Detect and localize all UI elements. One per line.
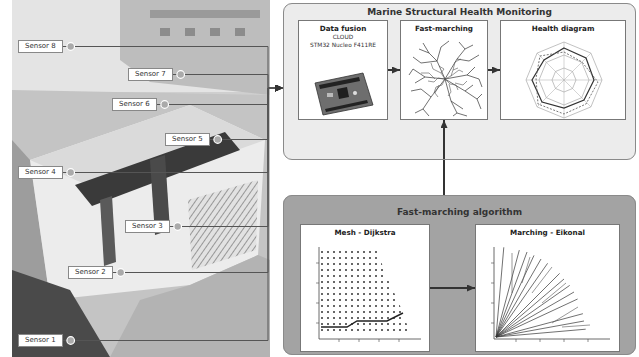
sensor-label: Sensor 2 bbox=[75, 268, 106, 277]
module-panel: Fast-marching algorithm Mesh - Dijkstra … bbox=[283, 195, 636, 355]
sensor-dot bbox=[67, 169, 75, 177]
sensor-dot bbox=[214, 136, 222, 144]
module-panel: Marine Structural Health Monitoring Data… bbox=[283, 3, 636, 160]
box-heading: Fast-marching bbox=[401, 24, 487, 34]
panel-title: Fast-marching algorithm bbox=[284, 207, 635, 218]
panel-fill bbox=[283, 195, 636, 355]
sensor-dot bbox=[177, 71, 185, 79]
sensor-label: Sensor 5 bbox=[172, 135, 203, 144]
sensor-callout: Sensor 1 bbox=[18, 334, 63, 347]
box-subtext: CLOUD bbox=[299, 34, 387, 42]
connector bbox=[430, 287, 475, 289]
process-box: Fast-marching bbox=[400, 20, 488, 120]
connector bbox=[63, 88, 283, 341]
sensor-callout: Sensor 8 bbox=[18, 40, 63, 53]
process-box: Data fusionCLOUDSTM32 Nucleo F411RE bbox=[298, 20, 388, 120]
mesh-plot bbox=[307, 243, 425, 349]
connector bbox=[488, 69, 500, 71]
sensor-callout: Sensor 5 bbox=[165, 133, 210, 146]
eikonal-plot bbox=[482, 243, 614, 349]
sensor-label: Sensor 8 bbox=[25, 42, 56, 51]
sensor-callout: Sensor 6 bbox=[112, 98, 157, 111]
radar-chart bbox=[514, 36, 614, 120]
sensor-callout: Sensor 3 bbox=[125, 220, 170, 233]
board-photo bbox=[309, 69, 379, 119]
sensor-callout: Sensor 2 bbox=[68, 266, 113, 279]
process-box: Marching - Eikonal bbox=[475, 224, 620, 352]
sensor-label: Sensor 6 bbox=[119, 100, 150, 109]
box-heading: Data fusion bbox=[299, 24, 387, 34]
box-heading: Marching - Eikonal bbox=[476, 228, 619, 238]
fast-marching-plot bbox=[407, 39, 483, 117]
sensor-dot bbox=[67, 337, 75, 345]
structure-photo bbox=[12, 0, 270, 357]
sensor-dot bbox=[117, 269, 125, 277]
connector bbox=[388, 69, 400, 71]
sensor-dot bbox=[161, 101, 169, 109]
sensor-label: Sensor 1 bbox=[25, 336, 56, 345]
sensor-label: Sensor 4 bbox=[25, 168, 56, 177]
connector bbox=[157, 88, 283, 105]
sensor-dot bbox=[67, 43, 75, 51]
connector bbox=[170, 88, 283, 227]
connector bbox=[113, 88, 283, 273]
process-box: Mesh - Dijkstra bbox=[300, 224, 430, 352]
connector bbox=[63, 88, 283, 173]
connector bbox=[173, 75, 283, 89]
connector bbox=[63, 47, 283, 89]
panel-title: Marine Structural Health Monitoring bbox=[284, 7, 635, 18]
box-subtext: STM32 Nucleo F411RE bbox=[299, 42, 387, 50]
panel-fill bbox=[283, 3, 636, 160]
process-box: Health diagram bbox=[500, 20, 626, 120]
sensor-callout: Sensor 4 bbox=[18, 166, 63, 179]
sensor-label: Sensor 3 bbox=[132, 222, 163, 231]
box-heading: Mesh - Dijkstra bbox=[301, 228, 429, 238]
sensor-callout: Sensor 7 bbox=[128, 68, 173, 81]
box-heading: Health diagram bbox=[501, 24, 625, 34]
sensor-dot bbox=[174, 223, 182, 231]
sensor-label: Sensor 7 bbox=[135, 70, 166, 79]
connector bbox=[210, 88, 283, 140]
connector bbox=[443, 120, 445, 195]
